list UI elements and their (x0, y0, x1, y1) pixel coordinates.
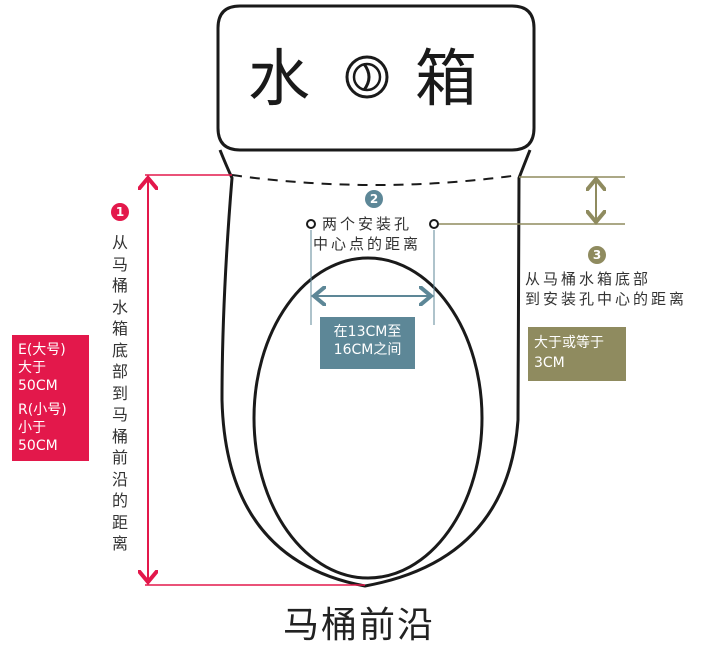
tank-label-char1: 水 (248, 42, 311, 115)
measure1-size-box: E(大号) 大于50CM R(小号) 小于50CM (12, 335, 89, 461)
measure3-badge: 3 (588, 246, 606, 264)
bottom-title: 马桶前沿 (282, 605, 435, 646)
range-line1: 在13CM至 (333, 324, 402, 340)
range-line2: 16CM之间 (333, 342, 402, 358)
min-line1: 大于或等于 (534, 335, 604, 351)
measure1-vertical-label: 从马桶水箱底部到马桶前沿的距离 (111, 233, 128, 553)
size-small-label: R(小号) (18, 402, 67, 418)
measure3-label-line2: 到安装孔中心的距离 (525, 290, 688, 308)
measure2-range-box: 在13CM至 16CM之间 (320, 317, 415, 369)
tank-outline (216, 4, 536, 152)
size-small-value: 小于50CM (18, 420, 58, 454)
bowl-outline (218, 149, 532, 588)
measure3-label-line1: 从马桶水箱底部 (525, 270, 652, 288)
mounting-hole-left (306, 219, 316, 229)
measure1-badge: 1 (111, 203, 129, 221)
measure3-min-box: 大于或等于 3CM (528, 327, 626, 381)
tank-label-char2: 箱 (415, 42, 478, 115)
size-large-value: 大于50CM (18, 360, 58, 394)
measure2-label-line1: 两个安装孔 (322, 215, 413, 233)
measure2-badge: 2 (365, 190, 383, 208)
mounting-hole-right (429, 219, 439, 229)
min-line2: 3CM (534, 355, 565, 371)
size-large-label: E(大号) (18, 342, 66, 358)
measure2-label-line2: 中心点的距离 (313, 235, 422, 253)
flush-button-icon (345, 55, 389, 99)
tank-bottom-dashed-line (231, 174, 520, 186)
seat-outline (252, 256, 484, 580)
